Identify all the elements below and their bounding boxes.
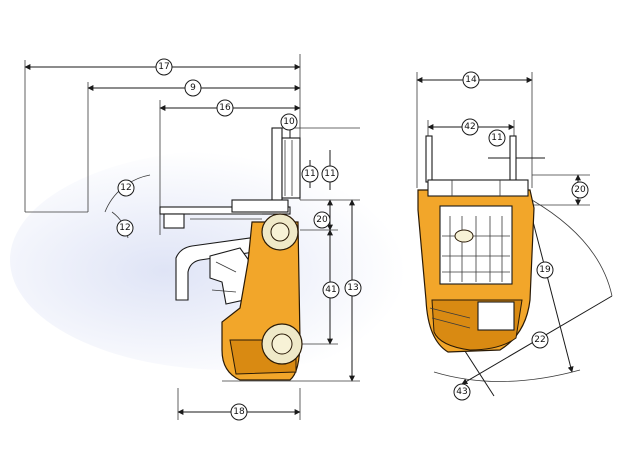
- label-9: 9: [184, 79, 202, 97]
- engine-hood: [477, 301, 515, 331]
- label-42: 42: [461, 118, 479, 136]
- steering-wheel-top: [454, 229, 474, 243]
- front-hub: [270, 222, 290, 242]
- svg-text:13: 13: [347, 283, 358, 293]
- svg-text:19: 19: [539, 265, 551, 275]
- svg-text:9: 9: [190, 83, 196, 93]
- label-22: 22: [531, 331, 549, 349]
- label-13: 13: [344, 279, 362, 297]
- svg-text:18: 18: [233, 407, 245, 417]
- svg-text:16: 16: [219, 103, 231, 113]
- top-view: [416, 72, 613, 397]
- svg-text:17: 17: [158, 62, 169, 72]
- svg-text:11: 11: [491, 133, 502, 143]
- svg-text:12: 12: [119, 223, 130, 233]
- mast-inner: [281, 137, 301, 199]
- label-11-a: 11: [301, 165, 319, 183]
- guard-grid: [442, 216, 510, 282]
- svg-text:42: 42: [464, 122, 475, 132]
- turning-arc-outer: [531, 199, 613, 297]
- svg-text:20: 20: [574, 185, 586, 195]
- label-16: 16: [216, 99, 234, 117]
- svg-text:10: 10: [283, 117, 295, 127]
- label-12-lower: 12: [116, 219, 134, 237]
- fork-right-top: [509, 135, 517, 183]
- svg-text:11: 11: [324, 169, 335, 179]
- label-20-top: 20: [571, 181, 589, 199]
- svg-text:22: 22: [534, 335, 545, 345]
- operator-cabin: [209, 247, 251, 305]
- svg-text:41: 41: [325, 285, 336, 295]
- label-19: 19: [536, 261, 554, 279]
- svg-text:43: 43: [456, 387, 467, 397]
- rear-hub: [271, 333, 293, 355]
- label-17: 17: [155, 58, 173, 76]
- side-view: [24, 54, 360, 420]
- labels: 17 9 16 10 12 12 11 11 20 41 13 18 14 42…: [116, 58, 589, 421]
- label-14: 14: [462, 71, 480, 89]
- label-11-top: 11: [488, 129, 506, 147]
- label-41: 41: [322, 281, 340, 299]
- svg-text:20: 20: [316, 215, 328, 225]
- svg-text:11: 11: [304, 169, 315, 179]
- label-43: 43: [453, 383, 471, 401]
- turning-arc-bottom: [433, 369, 581, 382]
- svg-text:12: 12: [120, 183, 131, 193]
- svg-text:14: 14: [465, 75, 477, 85]
- label-18: 18: [230, 403, 248, 421]
- label-10: 10: [280, 113, 298, 131]
- label-12-upper: 12: [117, 179, 135, 197]
- carriage: [231, 199, 289, 213]
- dim-line-19: [529, 209, 574, 373]
- label-20-side: 20: [313, 211, 331, 229]
- mast-upright: [271, 127, 283, 213]
- fork-left-top: [425, 135, 433, 183]
- fork-heel: [163, 213, 185, 229]
- mast-crossbar: [427, 179, 529, 197]
- label-11-b: 11: [321, 165, 339, 183]
